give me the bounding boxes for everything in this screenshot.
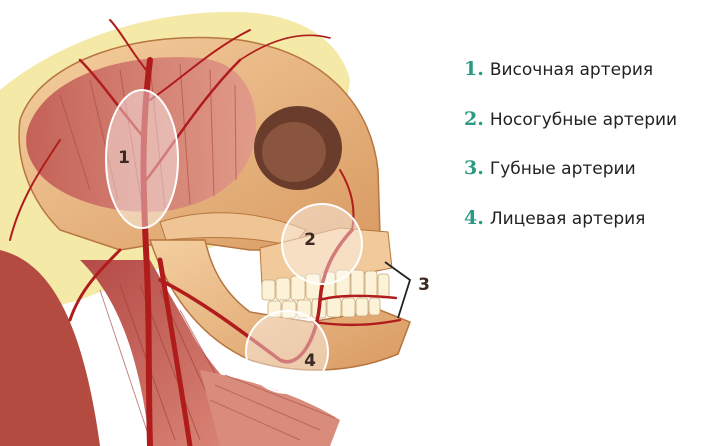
marker-3: 3 <box>418 275 430 295</box>
marker-2: 2 <box>304 230 316 250</box>
legend-item-facial-artery: 4. Лицевая артерия <box>464 207 700 231</box>
marker-1: 1 <box>118 148 130 168</box>
legend-label: Височная артерия <box>490 60 653 80</box>
anatomy-illustration: 1 2 3 4 <box>0 0 440 446</box>
legend-item-temporal-artery: 1. Височная артерия <box>464 58 700 82</box>
legend: 1. Височная артерия 2. Носогубные артери… <box>464 58 700 256</box>
legend-number: 1. <box>464 58 484 80</box>
legend-number: 2. <box>464 108 484 130</box>
legend-item-nasolabial-arteries: 2. Носогубные артерии <box>464 108 700 132</box>
legend-label: Носогубные артерии <box>490 110 677 130</box>
region-2-highlight <box>282 204 362 284</box>
legend-number: 4. <box>464 207 484 229</box>
eye-orbit-inner <box>262 122 326 182</box>
legend-item-labial-arteries: 3. Губные артерии <box>464 157 700 181</box>
region-1-highlight <box>106 90 178 228</box>
legend-label: Лицевая артерия <box>490 209 646 229</box>
legend-number: 3. <box>464 157 484 179</box>
marker-4: 4 <box>304 351 316 371</box>
legend-label: Губные артерии <box>490 159 636 179</box>
